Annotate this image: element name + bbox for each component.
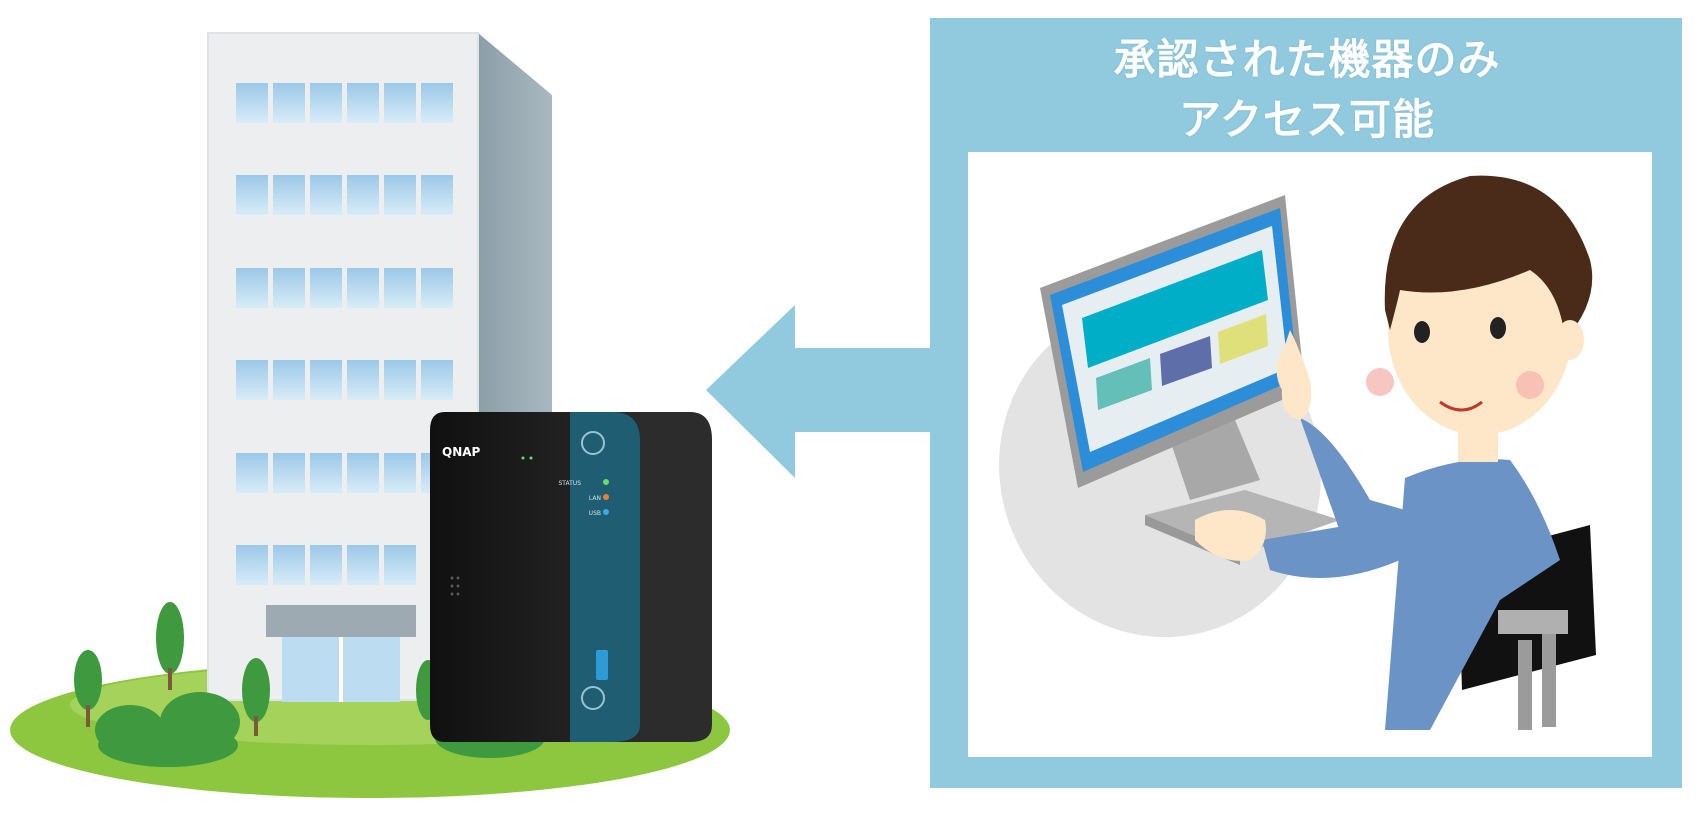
building-window (347, 360, 379, 400)
building-window (310, 83, 342, 123)
nas-brand: QNAP (442, 445, 481, 459)
building-window (347, 175, 379, 215)
building-window (384, 268, 416, 308)
left-arrow-icon (706, 305, 930, 478)
building-window (236, 268, 268, 308)
building-window (273, 453, 305, 493)
building-window (384, 175, 416, 215)
building-window (384, 545, 416, 585)
building-window (384, 83, 416, 123)
trees (74, 602, 545, 767)
nas-led-usb-label: USB (589, 510, 601, 517)
user-at-computer-icon (999, 175, 1596, 730)
building-window (310, 453, 342, 493)
building-window (347, 453, 379, 493)
building-window (236, 453, 268, 493)
building-window (384, 453, 416, 493)
building-window (421, 360, 453, 400)
building-window (347, 268, 379, 308)
building-window (310, 268, 342, 308)
building-window (384, 360, 416, 400)
building-window (273, 268, 305, 308)
panel-caption-line2: アクセス可能 (1179, 95, 1435, 144)
building-window (347, 545, 379, 585)
building-window (310, 545, 342, 585)
building-window (347, 83, 379, 123)
building-window (421, 175, 453, 215)
nas-led-status-label: STATUS (558, 480, 581, 487)
building-window (273, 83, 305, 123)
building-window (273, 545, 305, 585)
building-window (421, 268, 453, 308)
building-window (273, 360, 305, 400)
building-entrance (266, 605, 416, 702)
building-window (421, 83, 453, 123)
building-window (310, 360, 342, 400)
nas-device-icon (430, 412, 712, 742)
nas-led-lan-label: LAN (589, 495, 601, 502)
building-windows (236, 83, 453, 585)
building-window (236, 545, 268, 585)
building-window (273, 175, 305, 215)
panel-caption-line1: 承認された機器のみ (1113, 35, 1501, 84)
building-window (236, 175, 268, 215)
building-window (236, 360, 268, 400)
building-window (310, 175, 342, 215)
building-window (236, 83, 268, 123)
